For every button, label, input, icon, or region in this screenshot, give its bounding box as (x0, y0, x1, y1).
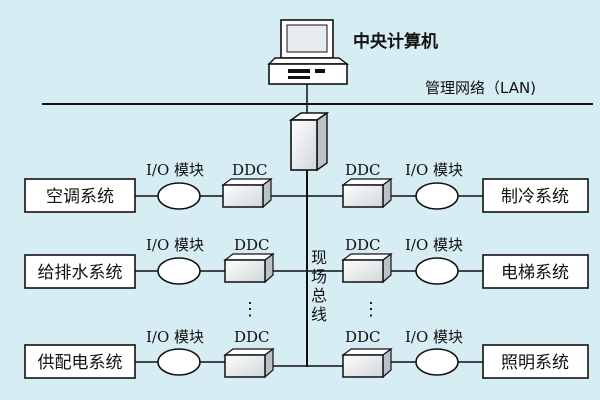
ddc-label: DDC (345, 328, 381, 346)
io-module-ellipse (157, 182, 201, 210)
io-module-ellipse (415, 182, 459, 210)
system-label: 制冷系统 (501, 187, 569, 207)
io-module-label: I/O 模块 (146, 161, 204, 179)
io-module-label: I/O 模块 (146, 236, 204, 254)
fieldbus-label-char: 场 (311, 267, 327, 286)
ddc-box (223, 347, 275, 379)
io-module-ellipse (415, 348, 459, 376)
io-module-label: I/O 模块 (405, 236, 463, 254)
system-label: 照明系统 (501, 353, 569, 373)
right-row-1: 制冷系统 DDC I/O 模块 (307, 161, 589, 213)
ddc-label: DDC (234, 236, 270, 254)
system-box (482, 254, 589, 289)
ddc-box (221, 177, 273, 209)
ddc-box (341, 347, 393, 379)
ddc-box (341, 177, 393, 209)
ellipsis-left: ⋮ (241, 299, 259, 320)
ddc-label: DDC (345, 236, 381, 254)
left-row-3: 供配电系统 I/O 模块 DDC (24, 328, 307, 379)
central-computer-label: 中央计算机 (353, 31, 438, 52)
fieldbus-label-char: 总 (311, 286, 327, 305)
lan-label: 管理网络（LAN) (425, 79, 536, 97)
system-label: 供配电系统 (38, 353, 123, 373)
left-row-2: 给排水系统 I/O 模块 DDC (24, 236, 307, 289)
central-computer-icon (267, 19, 350, 85)
fieldbus-label-char: 线 (311, 305, 327, 324)
gateway-box (288, 111, 330, 172)
ddc-label: DDC (234, 328, 270, 346)
system-box (24, 344, 136, 379)
io-module-label: I/O 模块 (405, 328, 463, 346)
system-box (24, 254, 136, 289)
io-module-label: I/O 模块 (146, 328, 204, 346)
system-box (24, 178, 136, 213)
system-label: 给排水系统 (38, 263, 123, 283)
left-row-1: 空调系统 I/O 模块 DDC (24, 161, 307, 213)
io-module-ellipse (157, 257, 201, 285)
right-row-3: 照明系统 DDC I/O 模块 (307, 328, 589, 379)
ddc-box (341, 252, 393, 284)
right-row-2: 电梯系统 DDC I/O 模块 (307, 236, 589, 289)
ellipsis-right: ⋮ (362, 299, 380, 320)
io-module-label: I/O 模块 (405, 161, 463, 179)
ddc-label: DDC (345, 161, 381, 179)
ddc-label: DDC (232, 161, 268, 179)
fieldbus-label-char: 现 (311, 248, 327, 267)
system-box (482, 344, 589, 379)
system-label: 电梯系统 (501, 263, 569, 283)
io-module-ellipse (415, 257, 459, 285)
ddc-box (223, 252, 275, 284)
io-module-ellipse (157, 348, 201, 376)
system-label: 空调系统 (46, 187, 114, 207)
system-box (482, 178, 589, 213)
